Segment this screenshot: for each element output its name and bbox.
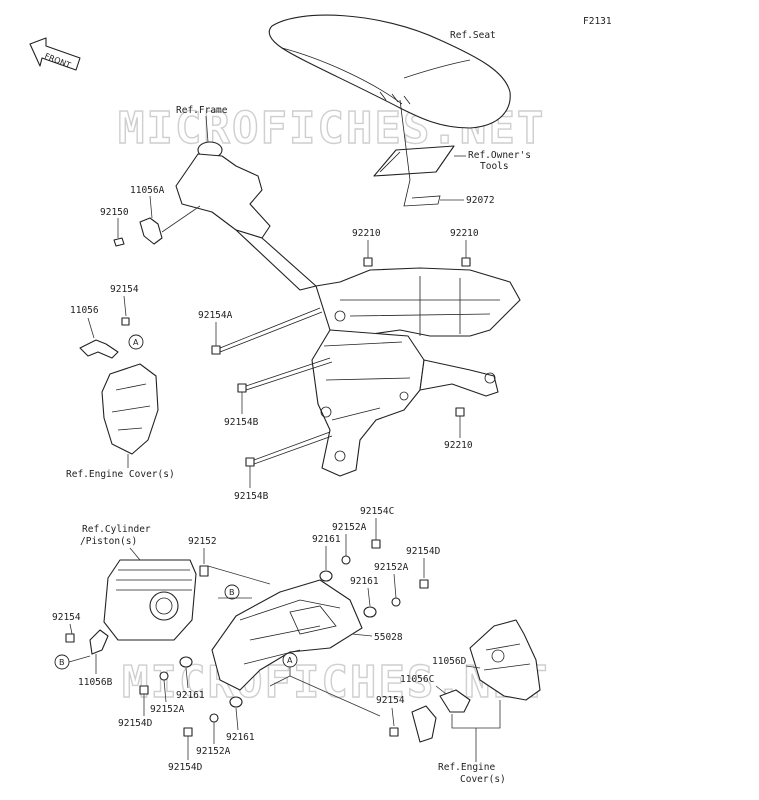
washer-92152A-b	[391, 597, 401, 607]
ref-owners-tools-label-1: Ref.Owner's	[468, 150, 531, 161]
callout-a-center-text: A	[287, 656, 293, 665]
front-arrow-icon: FRONT	[29, 37, 81, 71]
part-92072-label: 92072	[466, 195, 495, 206]
callout-a-left-text: A	[133, 338, 139, 347]
part-92161-d-label: 92161	[226, 732, 255, 743]
part-92152-label: 92152	[188, 536, 217, 547]
part-92154B-b-label: 92154B	[234, 491, 269, 502]
part-92210-c-label: 92210	[444, 440, 473, 451]
bracket-11056B	[89, 629, 109, 655]
collar-92161-d	[229, 696, 243, 708]
ref-engine-cover-right-label-1: Ref.Engine	[438, 762, 495, 773]
part-11056-label: 11056	[70, 305, 99, 316]
bracket-11056A	[139, 217, 163, 245]
owners-tools-outline	[373, 145, 455, 177]
bolt-92154-left	[65, 633, 75, 643]
bracket-11056	[79, 339, 119, 359]
part-92210-a-label: 92210	[352, 228, 381, 239]
part-92154D-a-label: 92154D	[406, 546, 441, 557]
washer-92152A-c	[159, 671, 169, 681]
part-92152A-a-label: 92152A	[332, 522, 367, 533]
bolt-92150	[113, 237, 125, 247]
seat-outline	[268, 14, 511, 129]
part-92152A-b-label: 92152A	[374, 562, 409, 573]
bolt-92154B-a	[237, 357, 333, 393]
part-92152A-d-label: 92152A	[196, 746, 231, 757]
nut-92210-b	[461, 257, 471, 267]
part-92154-top-label: 92154	[110, 284, 139, 295]
ref-seat-label: Ref.Seat	[450, 30, 496, 41]
collar-92161-c	[179, 656, 193, 668]
part-92154-right-label: 92154	[376, 695, 405, 706]
part-11056B-label: 11056B	[78, 677, 113, 688]
ref-cylinder-label-2: /Piston(s)	[80, 536, 137, 547]
band-92072	[399, 99, 441, 207]
part-92154D-b-label: 92154D	[118, 718, 153, 729]
bolt-92154D-a	[419, 579, 429, 589]
bolt-92154-top	[121, 317, 130, 326]
ref-engine-cover-right-label-2: Cover(s)	[460, 774, 506, 785]
part-55028-label: 55028	[374, 632, 403, 643]
bolt-92152	[199, 565, 209, 577]
callout-b-center-text: B	[229, 588, 235, 597]
ref-cylinder-label-1: Ref.Cylinder	[82, 524, 151, 535]
nut-92210-a	[363, 257, 373, 267]
callout-b-left: B	[54, 654, 70, 670]
part-92161-a-label: 92161	[312, 534, 341, 545]
ref-owners-tools-label-2: Tools	[480, 161, 509, 172]
frame-outline	[175, 141, 521, 477]
part-92161-c-label: 92161	[176, 690, 205, 701]
washer-92152A-d	[209, 713, 219, 723]
part-92154B-a-label: 92154B	[224, 417, 259, 428]
part-92210-b-label: 92210	[450, 228, 479, 239]
callout-a-left: A	[128, 334, 144, 350]
bolt-92154B-b	[245, 431, 333, 467]
callout-a-center: A	[282, 652, 298, 668]
bracket-11056D	[439, 689, 471, 713]
part-92154C-label: 92154C	[360, 506, 394, 517]
ref-engine-cover-left-label: Ref.Engine Cover(s)	[66, 469, 175, 480]
engine-cover-right-outline	[469, 619, 541, 701]
bolt-92154D-b	[139, 685, 149, 695]
nut-92210-c	[455, 407, 465, 417]
callout-b-left-text: B	[59, 658, 65, 667]
bolt-92154C	[371, 539, 381, 549]
collar-92161-b	[363, 606, 377, 618]
part-92152A-c-label: 92152A	[150, 704, 185, 715]
cylinder-outline	[103, 559, 197, 641]
callout-b-center: B	[224, 584, 240, 600]
part-92154D-c-label: 92154D	[168, 762, 203, 773]
part-92161-b-label: 92161	[350, 576, 379, 587]
part-11056D-label: 11056D	[432, 656, 467, 667]
guard-55028-outline	[211, 579, 363, 691]
bracket-11056C	[411, 705, 437, 743]
part-92150-label: 92150	[100, 207, 129, 218]
part-11056A-label: 11056A	[130, 185, 165, 196]
collar-92161-a	[319, 570, 333, 582]
bolt-92154D-c	[183, 727, 193, 737]
part-92154-left-label: 92154	[52, 612, 81, 623]
part-11056C-label: 11056C	[400, 674, 434, 685]
figure-code: F2131	[583, 16, 612, 27]
part-92154A-label: 92154A	[198, 310, 233, 321]
washer-92152A-a	[341, 555, 351, 565]
ref-frame-label: Ref.Frame	[176, 105, 228, 116]
bolt-92154-right	[389, 727, 399, 737]
